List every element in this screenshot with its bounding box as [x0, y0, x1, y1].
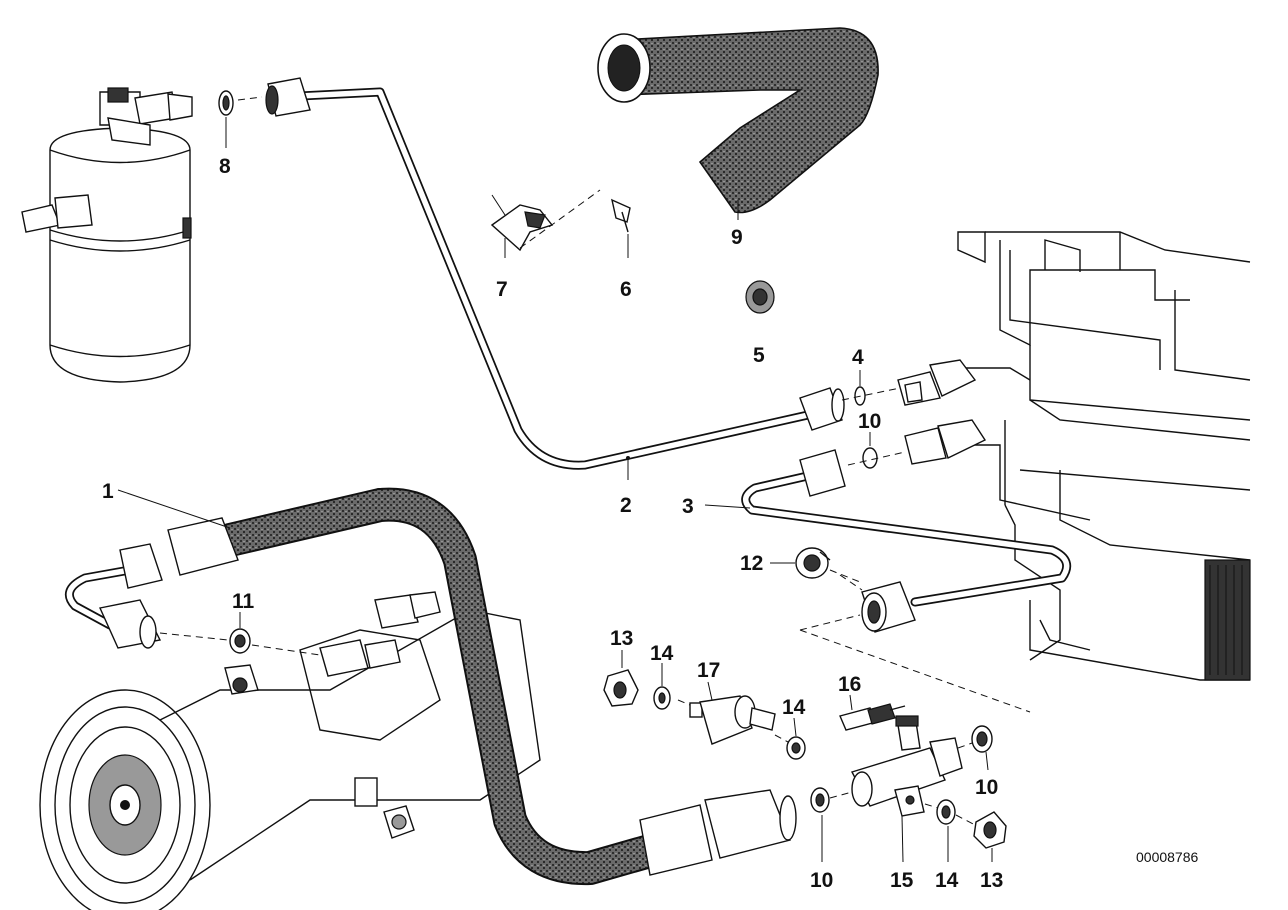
part-2-pipe: [265, 77, 845, 480]
label-part-7: 7: [496, 278, 508, 301]
label-part-2: 2: [620, 494, 632, 517]
evaporator-fittings: [897, 359, 987, 465]
part-10-o-ring-lower-right: [971, 725, 993, 771]
label-part-6: 6: [620, 278, 632, 301]
label-part-13-left: 13: [610, 627, 633, 650]
label-part-10-right: 10: [975, 776, 998, 799]
part-16-valve-core: [839, 694, 906, 731]
part-6-screw: [611, 198, 631, 258]
label-part-11: 11: [232, 590, 255, 613]
part-10-o-ring-lower-left: [810, 787, 830, 862]
assembly-guide-lines: [799, 574, 1031, 713]
part-8-o-ring: [218, 90, 263, 148]
label-part-16: 16: [838, 673, 861, 696]
label-part-4: 4: [852, 346, 864, 369]
part-1-hose: [64, 487, 797, 886]
part-7-clip: [490, 189, 601, 258]
label-part-12: 12: [740, 552, 763, 575]
part-5-grommet: [745, 280, 775, 314]
label-part-14-right: 14: [935, 869, 959, 892]
receiver-drier: [21, 87, 193, 383]
label-part-10-bottom: 10: [810, 869, 833, 892]
part-14-washer-right: [924, 799, 956, 862]
label-part-14-left: 14: [650, 642, 674, 665]
part-13-nut-right: [955, 811, 1007, 862]
part-number-labels: 1 2 3 4 5 6 7 8 9 10 10 10 10 11 12 13 1…: [102, 155, 1199, 892]
part-9-hose: [597, 27, 879, 220]
part-15-service-valve: [829, 715, 976, 863]
part-4-o-ring: [841, 370, 901, 406]
label-part-3: 3: [682, 495, 694, 518]
part-10-o-ring-upper: [847, 432, 906, 469]
part-14-washer-middle: [774, 717, 806, 760]
part-13-nut-left: [603, 650, 639, 707]
label-part-17: 17: [697, 659, 720, 682]
label-part-15: 15: [890, 869, 914, 892]
part-14-washer-left: [653, 663, 671, 710]
label-part-10-upper: 10: [858, 410, 881, 433]
heater-box-background: [935, 231, 1251, 681]
label-part-14-middle: 14: [782, 696, 806, 719]
label-part-13-right: 13: [980, 869, 1003, 892]
label-part-8: 8: [219, 155, 231, 178]
document-number: 00008786: [1136, 849, 1199, 865]
part-17-pressure-switch: [677, 681, 776, 745]
label-part-1: 1: [102, 480, 114, 503]
part-11-o-ring: [159, 612, 321, 656]
label-part-9: 9: [731, 226, 743, 249]
label-part-5: 5: [753, 344, 765, 367]
part-3-pipe: [704, 449, 1072, 633]
compressor: [39, 591, 541, 910]
part-12-grommet: [770, 547, 861, 583]
